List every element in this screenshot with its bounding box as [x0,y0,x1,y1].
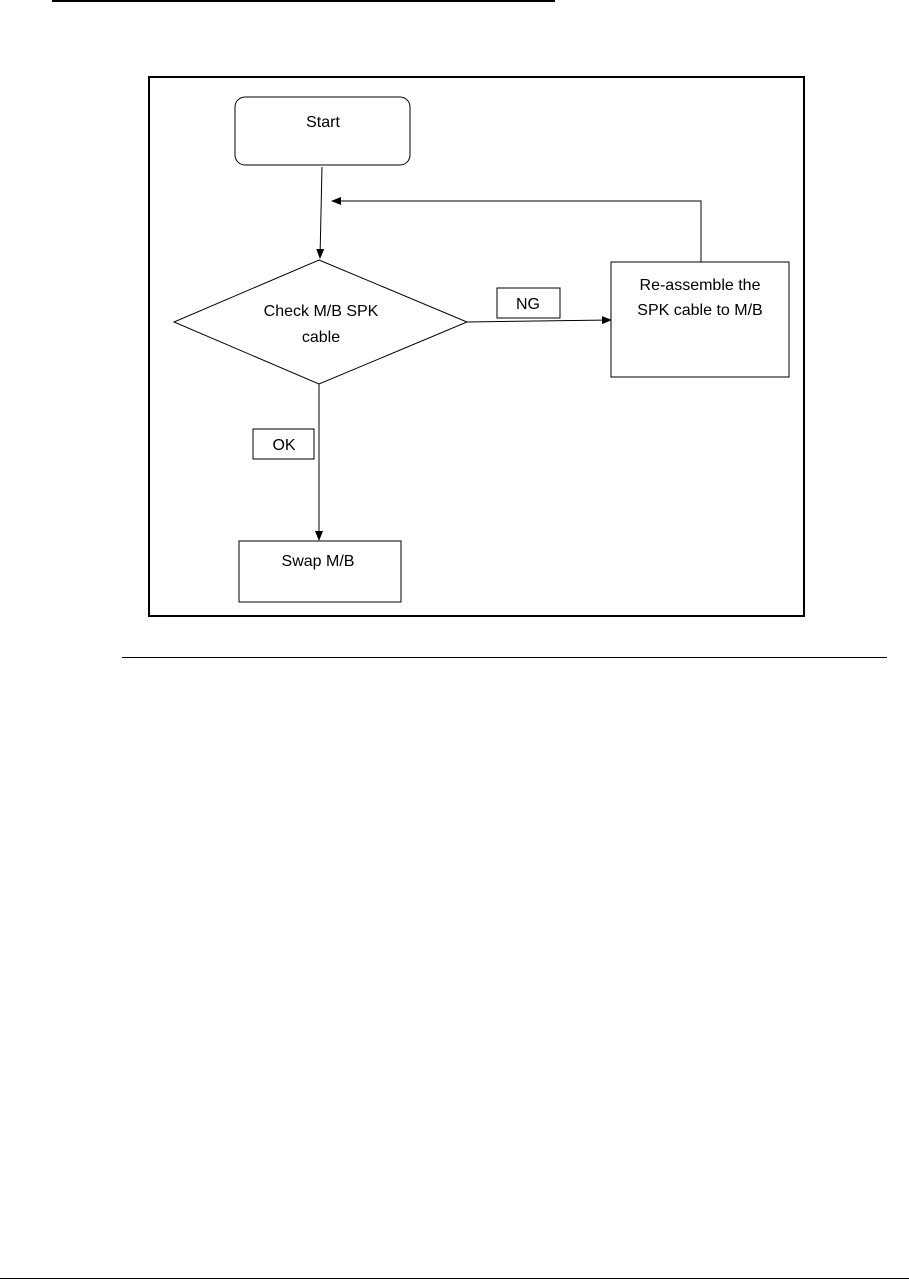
swap-label: Swap M/B [282,553,355,570]
start-to-decision-arrow [316,166,325,259]
decision-label-line1: Check M/B SPK [264,303,379,320]
ng-label: NG [516,296,540,313]
fix-label-line2: SPK cable to M/B [637,302,762,319]
ok-label-box: OK [252,428,315,460]
fix-node: Re-assemble the SPK cable to M/B [610,261,790,378]
decision-label-line2: cable [302,329,340,346]
ng-label-box: NG [496,287,561,319]
footer-rule [0,1278,909,1279]
decision-node: Check M/B SPK cable [172,259,469,385]
swap-node: Swap M/B [238,540,402,603]
ok-label: OK [272,437,295,454]
flowchart-frame [148,76,805,617]
fix-label-line1: Re-assemble the [640,277,761,294]
loop-back-arrow [331,197,702,262]
section-divider [122,657,887,658]
decision-to-fix-arrow [466,316,612,325]
start-label: Start [306,114,340,131]
start-node: Start [234,96,411,166]
top-rule [52,0,555,2]
flowchart-diagram: Start Check M/B SPK cable NG Re-assemble… [148,76,805,617]
